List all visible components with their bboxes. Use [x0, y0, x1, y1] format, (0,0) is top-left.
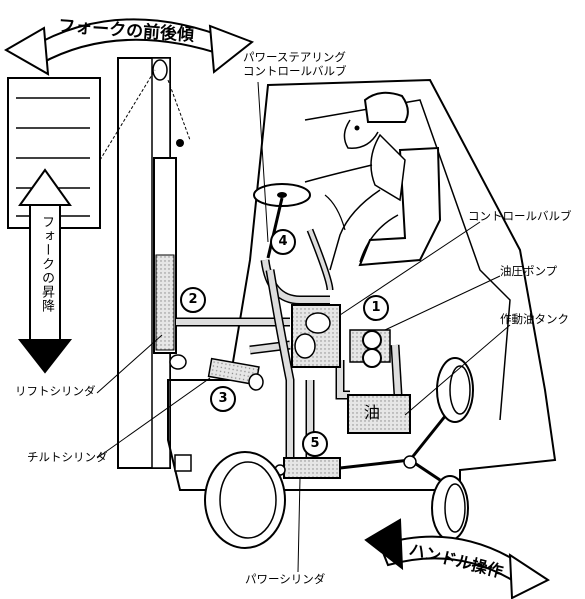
ps-valve-label-2: コントロールバルブ	[243, 64, 347, 78]
rear-wheel-bottom	[431, 475, 469, 541]
number-badge-2: 2	[180, 287, 206, 313]
oil-pump	[349, 329, 391, 368]
seat	[358, 146, 442, 267]
control-valve-label: コントロールバルブ	[468, 209, 572, 223]
number-badge-5: 5	[302, 431, 328, 457]
front-wheel	[204, 451, 286, 549]
number-badge-3: 3	[210, 386, 236, 412]
number-badge-4: 4	[270, 229, 296, 255]
rear-wheel-top	[436, 357, 474, 423]
fork-lift-arrow	[17, 168, 73, 374]
leader-lines	[96, 81, 511, 573]
steering-wheel	[253, 183, 311, 259]
oil-tank	[347, 394, 411, 434]
mast	[99, 57, 191, 469]
fork-lift-label: フォークの昇降	[39, 215, 54, 313]
power-cylinder-label: パワーシリンダ	[245, 572, 326, 586]
tank-mark: 油	[364, 403, 381, 422]
fork-tilt-arrow	[3, 18, 255, 76]
control-valve-block	[291, 304, 341, 368]
oil-tank-label: 作動油タンク	[500, 312, 569, 326]
oil-pump-label: 油圧ポンプ	[500, 264, 558, 278]
lift-cylinder	[153, 157, 177, 354]
number-badge-1: 1	[363, 295, 389, 321]
tilt-cylinder-label: チルトシリンダ	[27, 450, 108, 464]
ps-valve-label-1: パワーステアリング	[243, 50, 346, 64]
tilt-cylinder	[169, 354, 264, 391]
driver-figure	[304, 91, 409, 271]
handle-arrow	[364, 518, 550, 599]
hydraulic-hoses	[176, 228, 403, 460]
lift-cylinder-label: リフトシリンダ	[15, 384, 96, 398]
